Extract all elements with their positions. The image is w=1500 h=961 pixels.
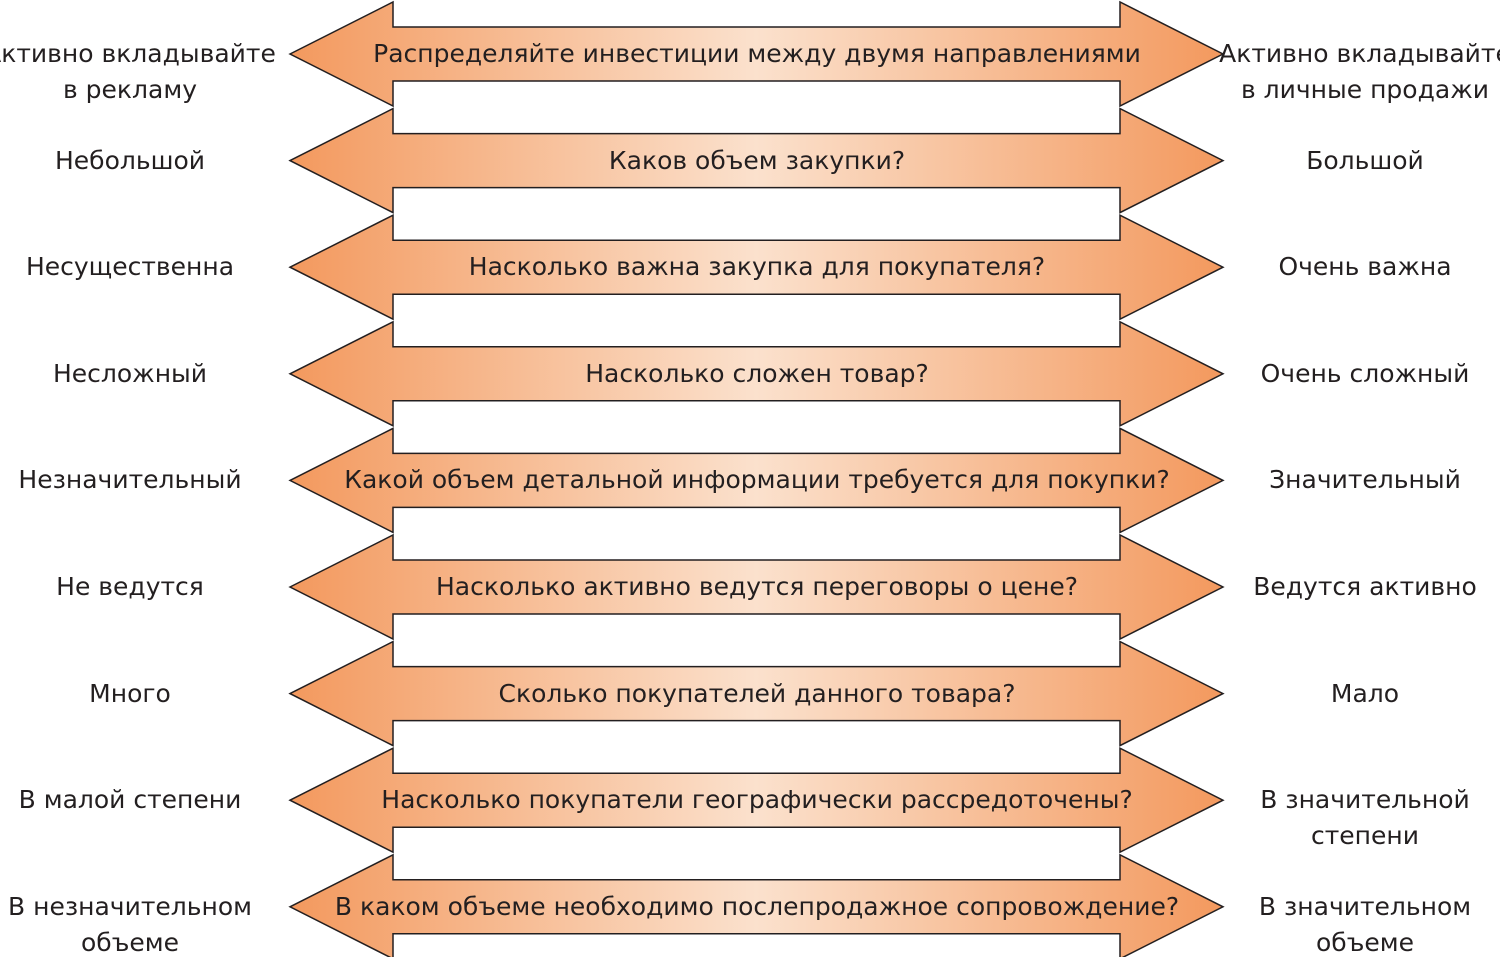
left-criterion-label: Много — [89, 678, 171, 708]
double-arrow — [288, 640, 1225, 747]
double-arrow — [288, 746, 1225, 854]
left-criterion-label: Несложный — [52, 358, 208, 388]
left-criterion-label: Несущественна — [25, 252, 235, 282]
arrow-question: В каком объеме необходимо послепродажное… — [334, 891, 1180, 921]
arrow-question: Насколько важна закупка для покупателя? — [468, 252, 1046, 282]
left-criterion-label: Небольшой — [54, 145, 206, 175]
right-criterion-label: Большой — [1306, 145, 1424, 175]
arrow-question: Сколько покупателей данного товара? — [498, 678, 1016, 708]
double-arrow — [288, 853, 1225, 957]
right-criterion-label: Очень сложный — [1260, 358, 1470, 388]
right-criterion-label: Значительный — [1269, 465, 1461, 495]
double-arrow — [288, 427, 1225, 534]
left-criterion-label: Не ведутся — [56, 572, 204, 601]
right-criterion-label: Очень важна — [1278, 252, 1452, 282]
double-arrow — [288, 533, 1225, 641]
arrow-question: Насколько сложен товар? — [585, 358, 929, 388]
arrow-question: Насколько покупатели географически расср… — [381, 785, 1133, 815]
left-criterion-label: Незначительный — [18, 465, 242, 495]
right-criterion-label: Ведутся активно — [1253, 572, 1477, 601]
double-arrow — [288, 107, 1225, 214]
arrow-question: Какой объем детальной информации требует… — [344, 465, 1170, 495]
double-arrow — [288, 213, 1225, 321]
arrow-question: Каков объем закупки? — [608, 145, 906, 175]
double-arrow — [288, 320, 1225, 428]
left-criterion-label: В малой степени — [18, 785, 242, 815]
right-criterion-label: Мало — [1330, 678, 1400, 708]
arrow-question: Насколько активно ведутся переговоры о ц… — [436, 572, 1078, 601]
arrow-question: Распределяйте инвестиции между двумя нап… — [373, 39, 1141, 68]
double-arrow — [288, 0, 1225, 108]
